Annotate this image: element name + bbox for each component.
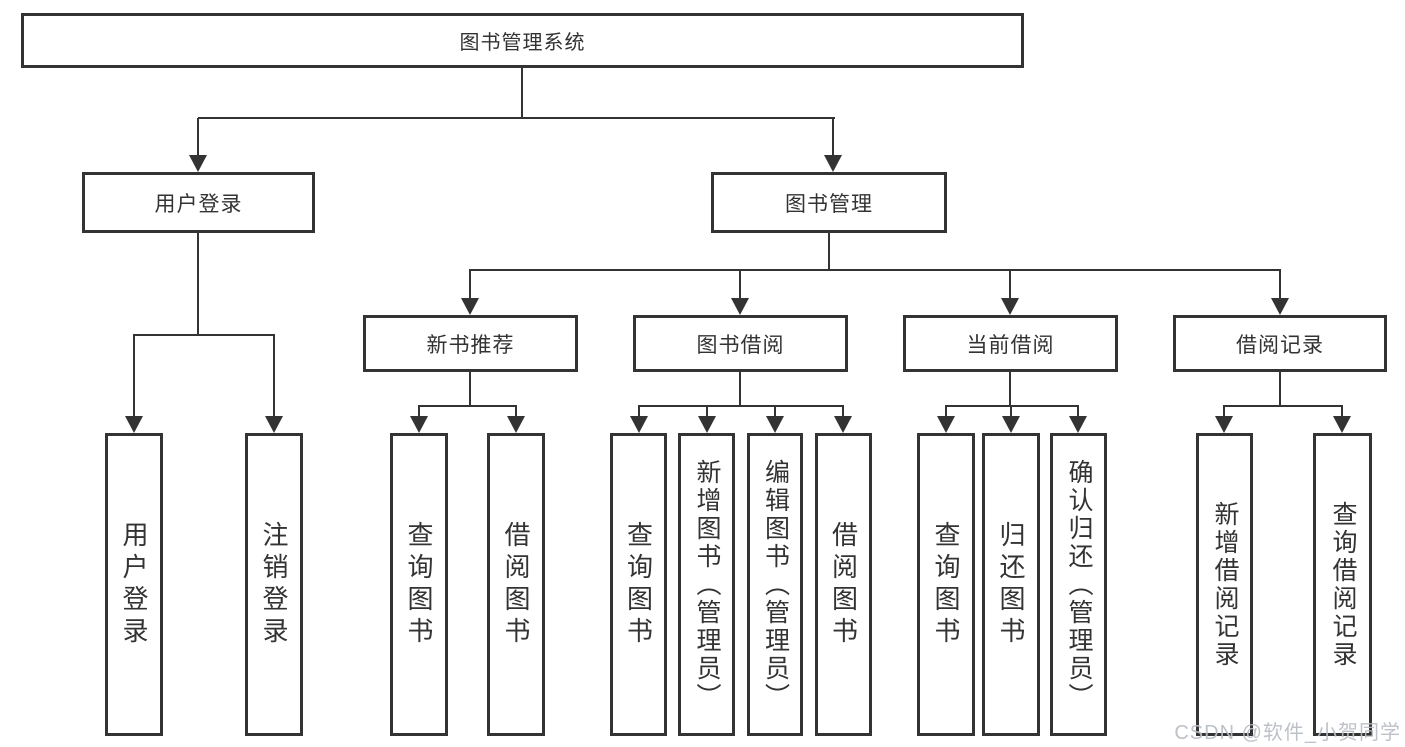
arrow-down-icon: [410, 416, 428, 433]
arrow-down-icon: [630, 416, 648, 433]
leaf-current-return-book: 归还图书: [982, 433, 1040, 736]
connector-line: [945, 405, 1079, 407]
connector-line: [945, 406, 947, 417]
arrow-down-icon: [1002, 416, 1020, 433]
connector-line: [197, 233, 199, 335]
connector-line: [1009, 372, 1011, 406]
leaf-borrow-query-book: 查询图书: [610, 433, 667, 736]
leaf-borrow-add-book-admin: 新增图书（管理员）: [678, 433, 735, 736]
node-root-library-system: 图书管理系统: [21, 13, 1024, 68]
arrow-down-icon: [1069, 416, 1087, 433]
arrow-down-icon: [461, 298, 479, 315]
node-label: 借阅记录: [1236, 333, 1324, 357]
leaf-current-query-book: 查询图书: [917, 433, 975, 736]
node-label: 图书借阅: [696, 333, 785, 357]
connector-line: [1009, 270, 1011, 299]
connector-line: [739, 372, 741, 406]
leaf-borrow-edit-book-admin: 编辑图书（管理员）: [747, 433, 803, 736]
leaf-current-confirm-return-admin: 确认归还（管理员）: [1050, 433, 1107, 736]
connector-line: [1279, 372, 1281, 406]
arrow-down-icon: [1001, 298, 1019, 315]
node-book-management: 图书管理: [711, 172, 947, 233]
node-label: 新书推荐: [426, 333, 515, 357]
arrow-down-icon: [265, 416, 283, 433]
connector-line: [469, 372, 471, 406]
node-label: 归还图书: [996, 520, 1026, 649]
connector-line: [638, 405, 844, 407]
node-user-login: 用户登录: [82, 172, 315, 233]
connector-line: [1341, 406, 1343, 417]
arrow-down-icon: [1271, 298, 1289, 315]
connector-line: [469, 270, 471, 299]
node-label: 确认归还（管理员）: [1065, 458, 1093, 711]
arrow-down-icon: [834, 416, 852, 433]
node-label: 新增借阅记录: [1211, 500, 1239, 669]
node-label: 图书管理: [785, 192, 873, 216]
node-new-book-recommend: 新书推荐: [363, 315, 578, 372]
node-label: 图书管理系统: [459, 32, 586, 54]
connector-line: [1223, 405, 1343, 407]
connector-line: [1223, 406, 1225, 417]
connector-line: [774, 406, 776, 417]
node-label: 借阅图书: [828, 520, 859, 649]
arrow-down-icon: [189, 155, 207, 172]
connector-line: [706, 406, 708, 417]
node-label: 查询借阅记录: [1329, 500, 1357, 669]
leaf-user-login: 用户登录: [105, 433, 163, 736]
node-label: 借阅图书: [501, 520, 531, 649]
connector-line: [832, 118, 834, 156]
csdn-watermark: CSDN @软件_小贺同学: [1174, 722, 1401, 744]
connector-line: [521, 68, 523, 118]
arrow-down-icon: [125, 416, 143, 433]
arrow-down-icon: [698, 416, 716, 433]
arrow-down-icon: [731, 298, 749, 315]
connector-line: [198, 117, 835, 119]
node-label: 新增图书（管理员）: [693, 458, 721, 711]
connector-line: [1077, 406, 1079, 417]
arrow-down-icon: [937, 416, 955, 433]
leaf-logout: 注销登录: [245, 433, 303, 736]
connector-line: [197, 118, 199, 156]
leaf-records-add-record: 新增借阅记录: [1196, 433, 1253, 736]
connector-line: [1010, 406, 1012, 417]
node-label: 用户登录: [154, 192, 243, 216]
node-label: 查询图书: [931, 520, 961, 649]
node-label: 当前借阅: [966, 333, 1055, 357]
leaf-records-query-record: 查询借阅记录: [1313, 433, 1372, 736]
leaf-borrow-borrow-book: 借阅图书: [815, 433, 872, 736]
connector-line: [739, 270, 741, 299]
connector-line: [273, 335, 275, 417]
connector-line: [515, 406, 517, 417]
arrow-down-icon: [1215, 416, 1233, 433]
leaf-recommend-query-book: 查询图书: [390, 433, 448, 736]
connector-line: [133, 335, 135, 417]
connector-line: [469, 269, 1281, 271]
connector-line: [1279, 270, 1281, 299]
node-label: 查询图书: [623, 520, 654, 649]
connector-line: [133, 334, 275, 336]
arrow-down-icon: [766, 416, 784, 433]
node-label: 查询图书: [404, 520, 434, 649]
node-label: 注销登录: [259, 520, 289, 649]
node-current-borrow: 当前借阅: [903, 315, 1118, 372]
connector-line: [828, 233, 830, 270]
node-book-borrow: 图书借阅: [633, 315, 848, 372]
node-label: 用户登录: [119, 520, 149, 649]
connector-line: [842, 406, 844, 417]
arrow-down-icon: [824, 155, 842, 172]
arrow-down-icon: [1333, 416, 1351, 433]
node-label: 编辑图书（管理员）: [761, 458, 790, 711]
connector-line: [638, 406, 640, 417]
leaf-recommend-borrow-book: 借阅图书: [487, 433, 545, 736]
node-borrow-records: 借阅记录: [1173, 315, 1387, 372]
connector-line: [418, 406, 420, 417]
connector-line: [418, 405, 517, 407]
arrow-down-icon: [507, 416, 525, 433]
